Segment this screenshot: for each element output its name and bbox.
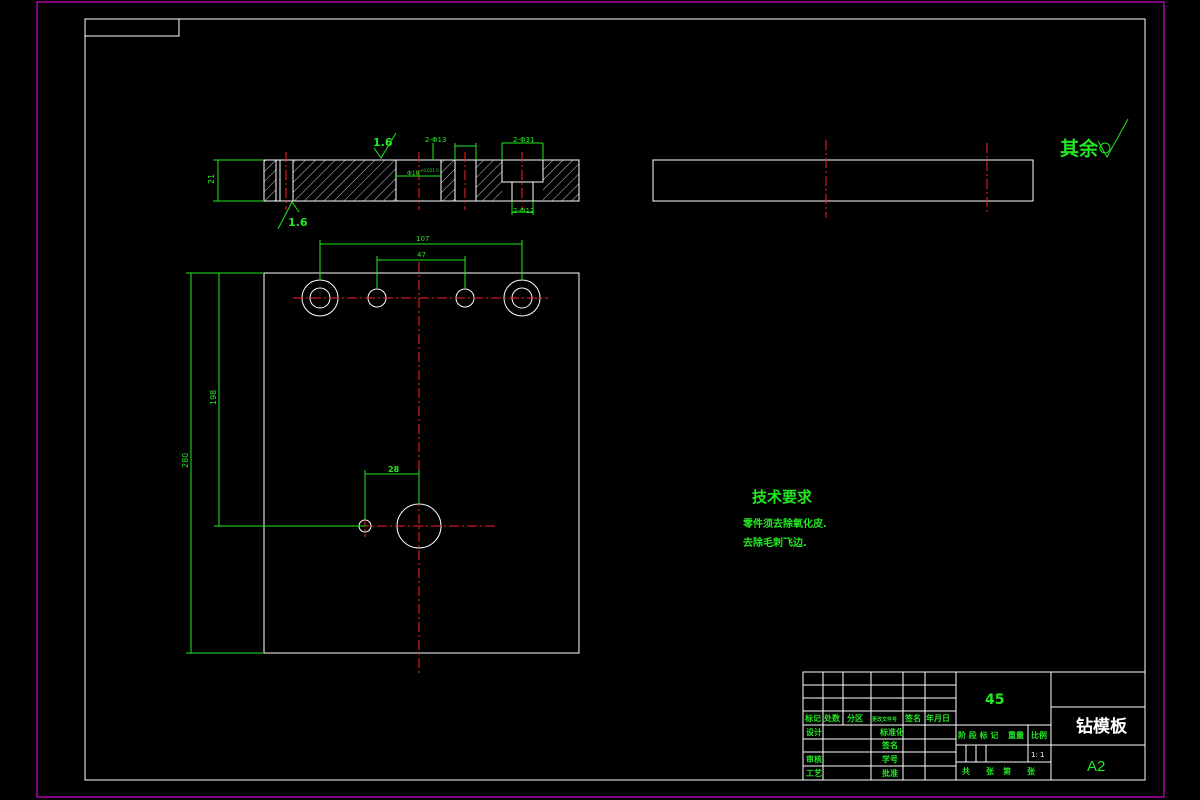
tb-design: 设计 xyxy=(806,727,822,737)
hatch-seg-1 xyxy=(264,160,276,201)
hole-b-lower-label: 2-Φ12 xyxy=(513,207,534,215)
tb-standardize: 标准化 xyxy=(879,727,904,737)
tb-weight: 重量 xyxy=(1008,730,1024,740)
tech-line-2: 去除毛刺飞边. xyxy=(743,536,807,549)
tb-th: 第 xyxy=(1003,766,1011,776)
general-roughness-icon xyxy=(1097,118,1129,159)
tb-sheet: 张 xyxy=(986,767,995,776)
inner-frame xyxy=(84,18,1146,781)
tb-zone: 分区 xyxy=(847,713,863,723)
tb-stage: 阶 段 标 记 xyxy=(958,730,998,740)
hatch-seg-2 xyxy=(293,160,396,201)
inner-span-dim: 47 xyxy=(417,251,426,259)
tb-scale-value: 1: 1 xyxy=(1031,751,1045,759)
tech-line-1: 零件须去除氧化皮. xyxy=(742,517,827,530)
tech-heading: 技术要求 xyxy=(752,488,813,506)
title-block: 标记 处数 分区 更改文件号 签名 年月日 设计 标准化 签名 审核 学号 工艺… xyxy=(802,671,1146,781)
tb-review: 审核 xyxy=(806,754,822,764)
title-block-frame xyxy=(802,671,1146,781)
side-view xyxy=(652,140,1034,218)
roughness-bottom-icon xyxy=(277,201,300,230)
roughness-bottom-label: 1.6 xyxy=(288,216,308,229)
center-hole-tol: +0.021 0 xyxy=(420,168,439,173)
thickness-dim: 21 xyxy=(207,174,216,184)
roughness-top-label: 1.6 xyxy=(373,136,393,149)
plan-outline xyxy=(263,272,580,654)
tb-change-doc: 更改文件号 xyxy=(872,716,897,723)
plan-view: 107 47 280 198 28 xyxy=(181,235,580,676)
tb-material: 45 xyxy=(985,692,1004,708)
tb-total: 共 xyxy=(962,766,970,776)
tb-sheet2: 张 xyxy=(1027,767,1036,776)
general-roughness-note: 其余 xyxy=(1060,137,1099,160)
roughness-top-icon xyxy=(373,132,397,159)
section-view: 21 2-Φ13 2-Φ31 2-Φ12 Φ18 +0.021 0 1.6 1.… xyxy=(207,132,580,230)
outer-span-dim: 107 xyxy=(416,235,429,243)
hatch-seg-4 xyxy=(476,160,502,201)
hatch-seg-3 xyxy=(441,160,455,201)
tb-approve: 批准 xyxy=(882,768,898,778)
hole-b-label: 2-Φ31 xyxy=(513,136,534,144)
partial-height-dim: 198 xyxy=(209,390,218,405)
tech-requirements: 技术要求 零件须去除氧化皮. 去除毛刺飞边. xyxy=(742,488,827,549)
tb-sheet-size: A2 xyxy=(1087,758,1105,775)
corner-tag-box xyxy=(84,18,180,37)
total-height-dim: 280 xyxy=(181,453,190,468)
outer-border xyxy=(36,1,1165,798)
tb-sign2: 签名 xyxy=(881,740,898,750)
tb-scale: 比例 xyxy=(1031,730,1047,740)
small-offset-dim: 28 xyxy=(388,465,400,474)
center-hole-label: Φ18 xyxy=(407,170,420,177)
tb-count: 处数 xyxy=(823,713,841,723)
tb-craft: 工艺 xyxy=(806,768,822,778)
tb-signature: 签名 xyxy=(904,713,921,723)
hatch-seg-5 xyxy=(543,160,579,201)
side-outline xyxy=(652,159,1034,202)
tb-mark: 标记 xyxy=(804,713,821,723)
tb-date2: 学号 xyxy=(882,754,898,764)
tb-date: 年月日 xyxy=(926,713,950,723)
hole-a-label: 2-Φ13 xyxy=(425,136,446,144)
tb-part-name: 钻模板 xyxy=(1076,716,1128,737)
